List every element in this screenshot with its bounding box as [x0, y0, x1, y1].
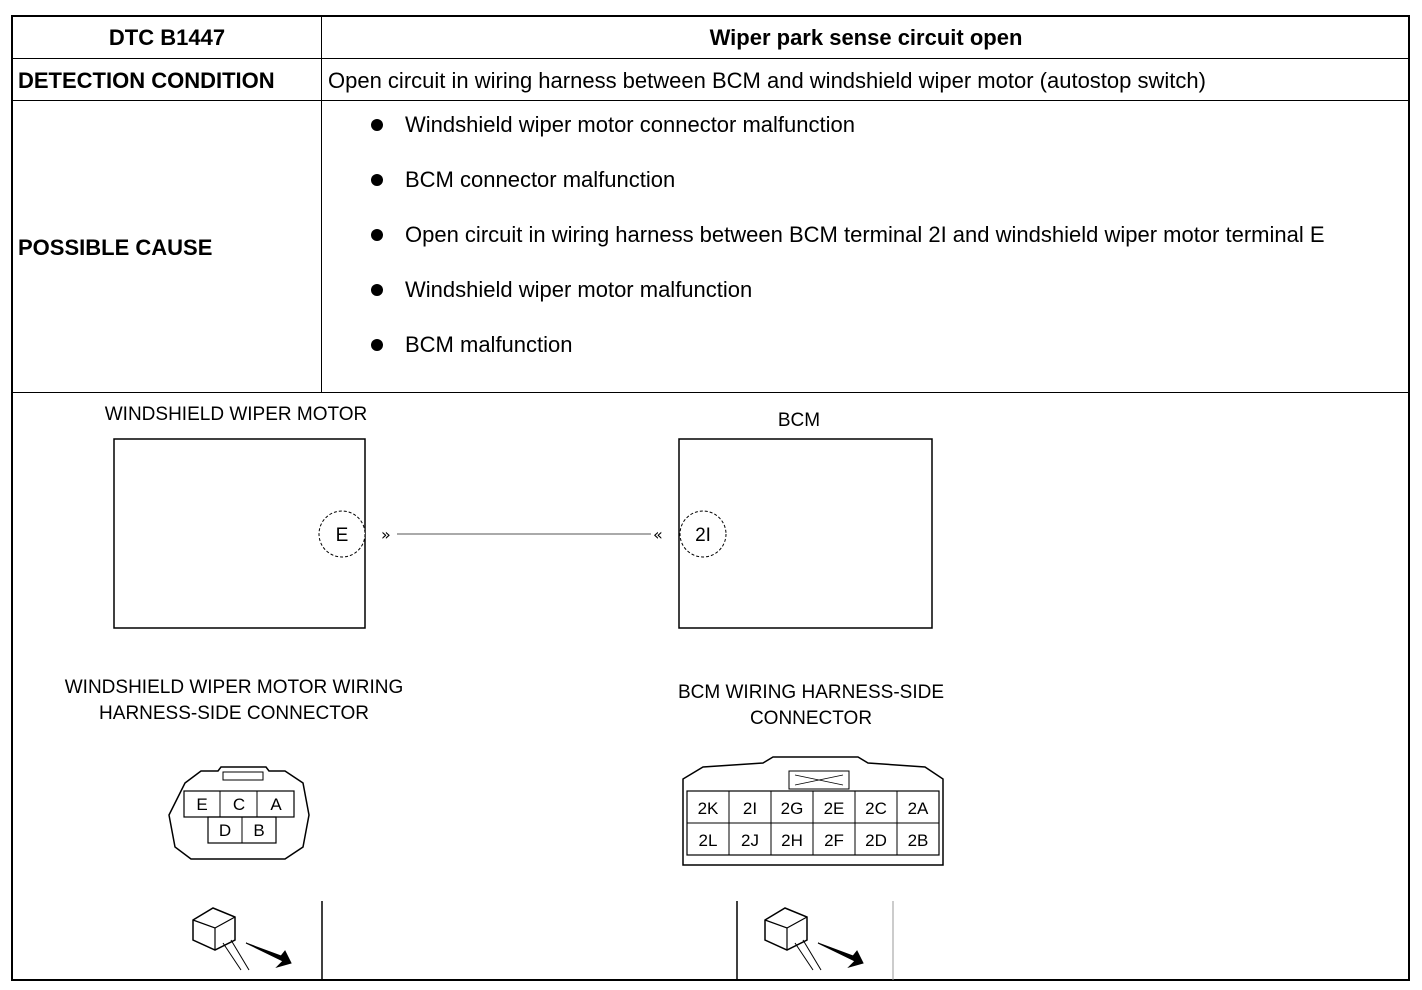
- motor-terminal-circle: [318, 510, 366, 558]
- pin-label: 2C: [865, 799, 887, 818]
- bcm-connector-label: BCM WIRING HARNESS-SIDE: [678, 682, 944, 703]
- bullet-icon: [371, 339, 383, 351]
- bcm-connector-label: CONNECTOR: [750, 708, 872, 729]
- pin-label: 2E: [824, 799, 845, 818]
- pin-label: 2G: [781, 799, 804, 818]
- list-item: Windshield wiper motor connector malfunc…: [371, 110, 1355, 140]
- motor-connector: E C A D B: [168, 766, 310, 860]
- motor-terminal-label: E: [336, 525, 349, 546]
- harness-side-probe-icon: [764, 907, 864, 971]
- possible-cause-label: POSSIBLE CAUSE: [18, 235, 213, 260]
- pin-label: 2A: [908, 799, 929, 818]
- pin-label: 2B: [908, 831, 929, 850]
- motor-connector-label: HARNESS-SIDE CONNECTOR: [99, 703, 369, 724]
- pin-label: 2H: [781, 831, 803, 850]
- pin-label: 2D: [865, 831, 887, 850]
- bullet-icon: [371, 229, 383, 241]
- motor-connector-label: WINDSHIELD WIPER MOTOR WIRING: [65, 677, 403, 698]
- dtc-title: Wiper park sense circuit open: [709, 25, 1023, 50]
- pin-label: C: [233, 795, 245, 814]
- bullet-icon: [371, 174, 383, 186]
- list-item: Open circuit in wiring harness between B…: [371, 220, 1355, 250]
- pin-label: D: [219, 821, 231, 840]
- bullet-icon: [371, 284, 383, 296]
- wiper-motor-label: WINDSHIELD WIPER MOTOR: [105, 404, 368, 425]
- dtc-table: DTC B1447 Wiper park sense circuit open …: [11, 15, 1410, 981]
- pin-label: B: [253, 821, 264, 840]
- bcm-terminal-label: 2I: [695, 525, 711, 546]
- connector-arrow-icon: »: [381, 525, 391, 544]
- possible-cause-list: Windshield wiper motor connector malfunc…: [371, 110, 1355, 385]
- list-item: Windshield wiper motor malfunction: [371, 275, 1355, 305]
- pin-label: 2F: [824, 831, 844, 850]
- pin-label: A: [270, 795, 282, 814]
- row-divider: [13, 100, 1408, 101]
- bcm-label: BCM: [778, 410, 820, 431]
- detection-condition-text: Open circuit in wiring harness between B…: [328, 68, 1206, 93]
- bcm-connector: 2K 2I 2G 2E 2C 2A 2L 2J 2H 2F 2D 2B: [682, 756, 944, 866]
- wiring-diagram: WINDSHIELD WIPER MOTOR E » « BCM 2I WIND…: [65, 404, 944, 980]
- bcm-terminal-circle: [679, 510, 727, 558]
- bcm-box: [678, 438, 933, 629]
- pin-label: E: [196, 795, 207, 814]
- pin-label: 2K: [698, 799, 719, 818]
- detection-condition-label: DETECTION CONDITION: [18, 68, 275, 93]
- column-divider: [321, 17, 322, 392]
- pin-label: 2I: [743, 799, 757, 818]
- connector-arrow-icon: «: [653, 525, 663, 544]
- dtc-code: DTC B1447: [108, 25, 226, 50]
- pin-label: 2L: [699, 831, 718, 850]
- row-divider: [13, 58, 1408, 59]
- list-item: BCM connector malfunction: [371, 165, 1355, 195]
- list-item: BCM malfunction: [371, 330, 1355, 360]
- row-divider: [13, 392, 1408, 393]
- wiper-motor-box: [113, 438, 366, 629]
- harness-side-probe-icon: [192, 907, 292, 971]
- pin-label: 2J: [741, 831, 759, 850]
- bullet-icon: [371, 119, 383, 131]
